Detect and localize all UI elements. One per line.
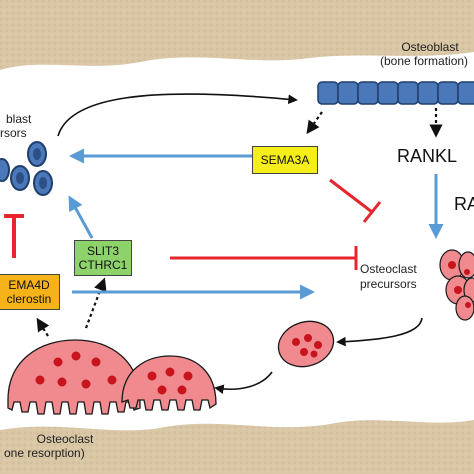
- slit3-to-precursors-arrow: [68, 195, 94, 239]
- sema3a-label: SEMA3A: [260, 153, 310, 167]
- osteoclast-precursors-label-1: Osteoclast: [360, 262, 417, 276]
- fusion-to-osteoclast-arrow: [214, 371, 273, 394]
- osteoblast-to-sema3a-dotted: [306, 111, 323, 135]
- precursors-subtitle: rsors: [0, 126, 27, 140]
- slit3-label: SLIT3: [86, 244, 119, 258]
- osteoblast-title: Osteoblast: [401, 40, 459, 54]
- sema4d-label: EMA4D: [8, 278, 50, 292]
- rank-label: RA: [454, 194, 474, 214]
- osteoblast-layer: [317, 81, 474, 105]
- sema3a-inhibition: [329, 178, 373, 214]
- precursors-title: blast: [6, 112, 32, 126]
- osteoclast-subtitle: one resorption): [4, 446, 85, 460]
- osteoblast-subtitle: (bone formation): [380, 54, 469, 68]
- sema3a-box: SEMA3A: [252, 146, 318, 174]
- mature-osteoclast-left: [7, 339, 141, 415]
- cthrc1-label: CTHRC1: [78, 258, 128, 272]
- marrow-cavity: [0, 52, 474, 431]
- osteoclast-title: Osteoclast: [36, 432, 94, 446]
- osteoblast-precursors: [0, 141, 53, 196]
- fusing-osteoclast: [277, 320, 335, 368]
- sema4d-sclerostin-box: EMA4D clerostin: [0, 274, 60, 310]
- precursor-to-fusion-arrow: [336, 317, 423, 347]
- mature-osteoclast-right: [121, 355, 217, 411]
- precursor-to-osteoblast-arrow: [57, 93, 298, 137]
- osteoclast-to-slit3-dotted: [84, 277, 107, 329]
- osteoclast-precursors-label-2: precursors: [360, 277, 417, 291]
- sclerostin-label: clerostin: [6, 292, 52, 306]
- slit3-cthrc1-box: SLIT3 CTHRC1: [74, 240, 132, 276]
- sema3a-inhibition-bar: [362, 201, 382, 223]
- rankl-label: RANKL: [397, 146, 458, 166]
